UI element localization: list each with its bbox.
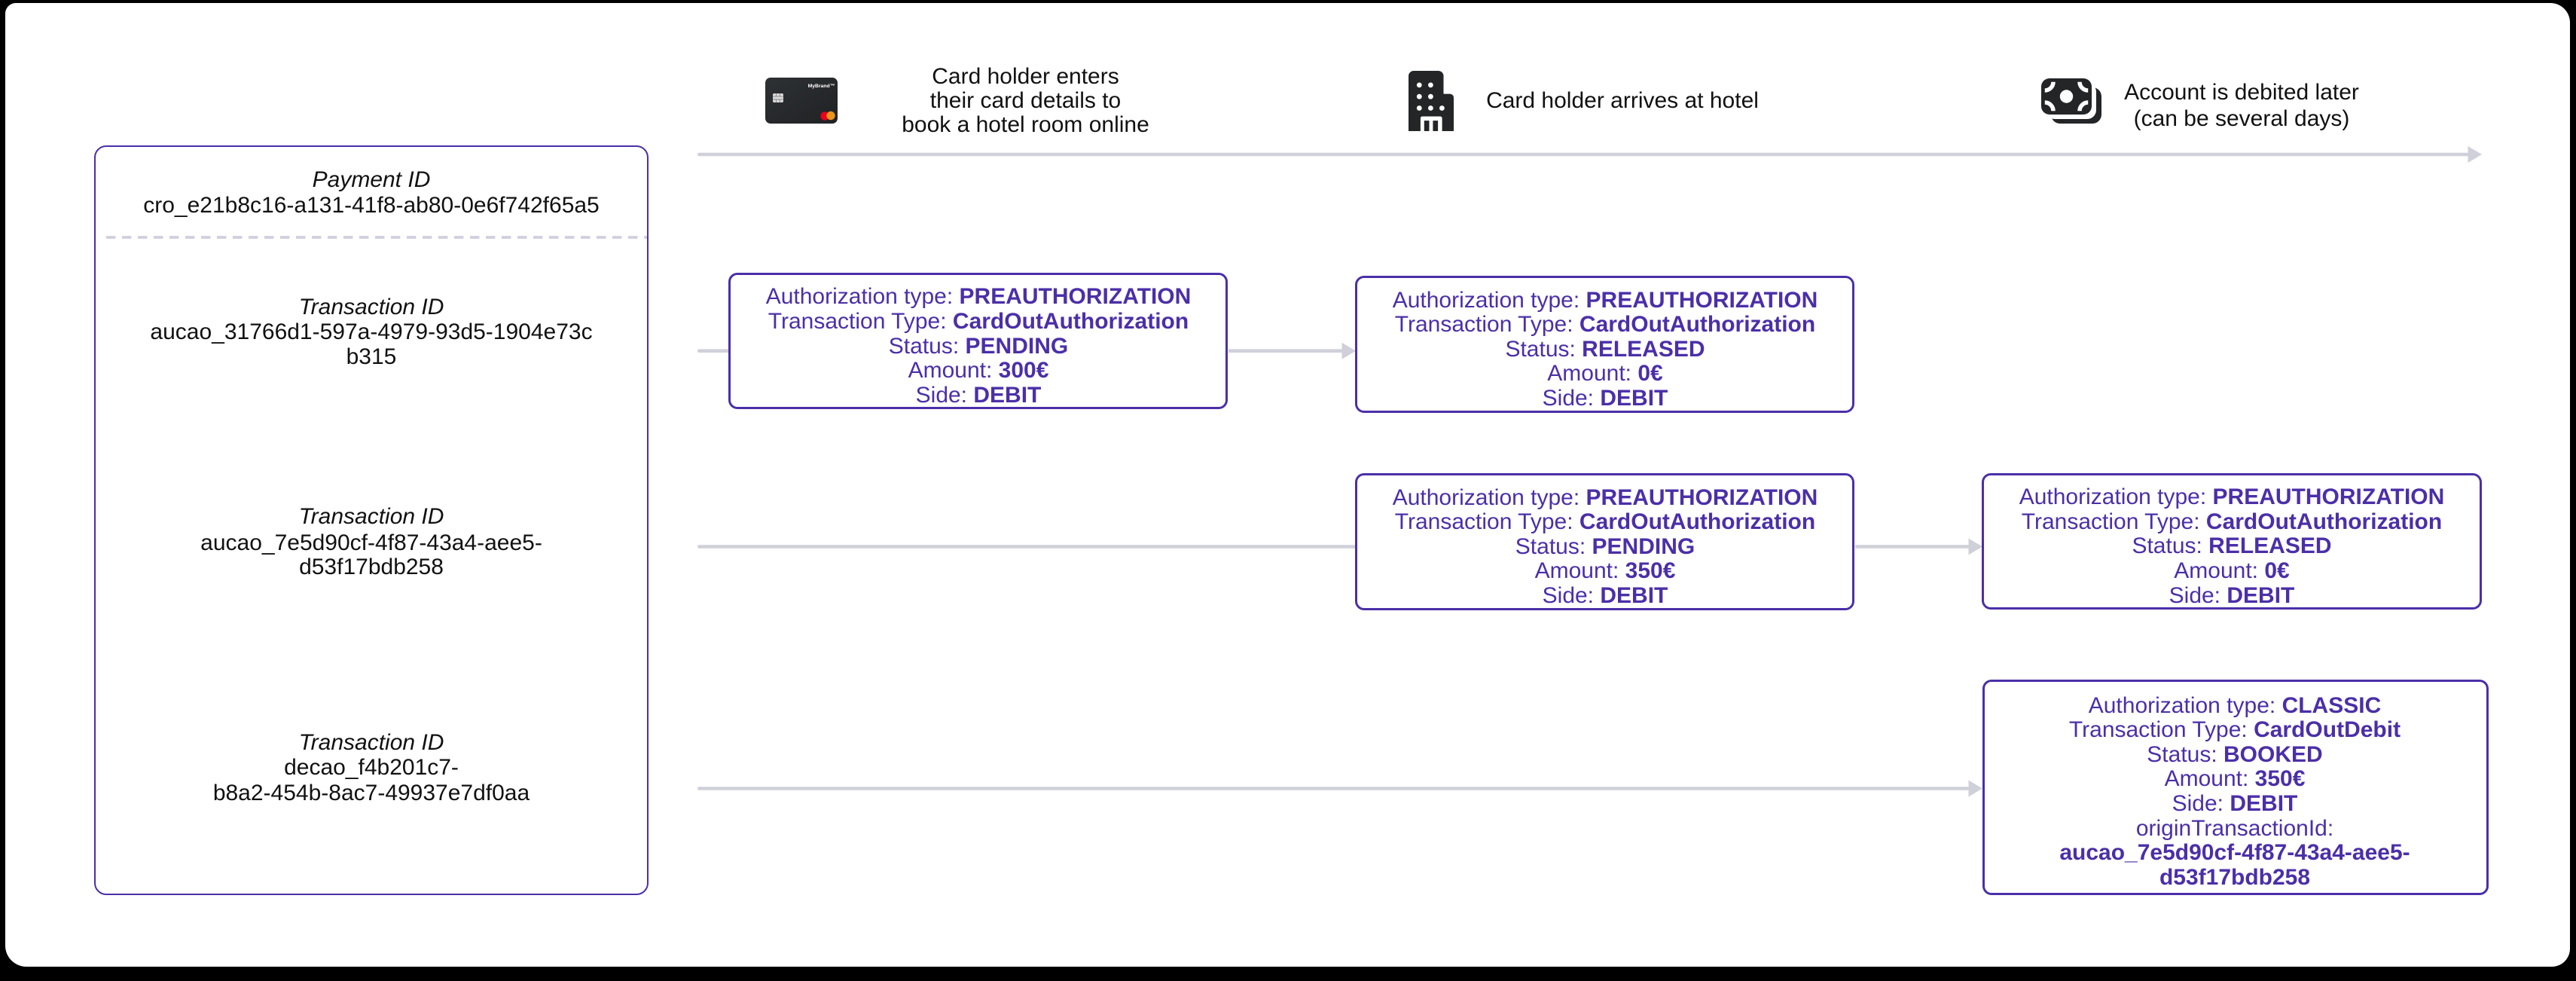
svg-text:MyBrand™: MyBrand™: [808, 84, 835, 89]
